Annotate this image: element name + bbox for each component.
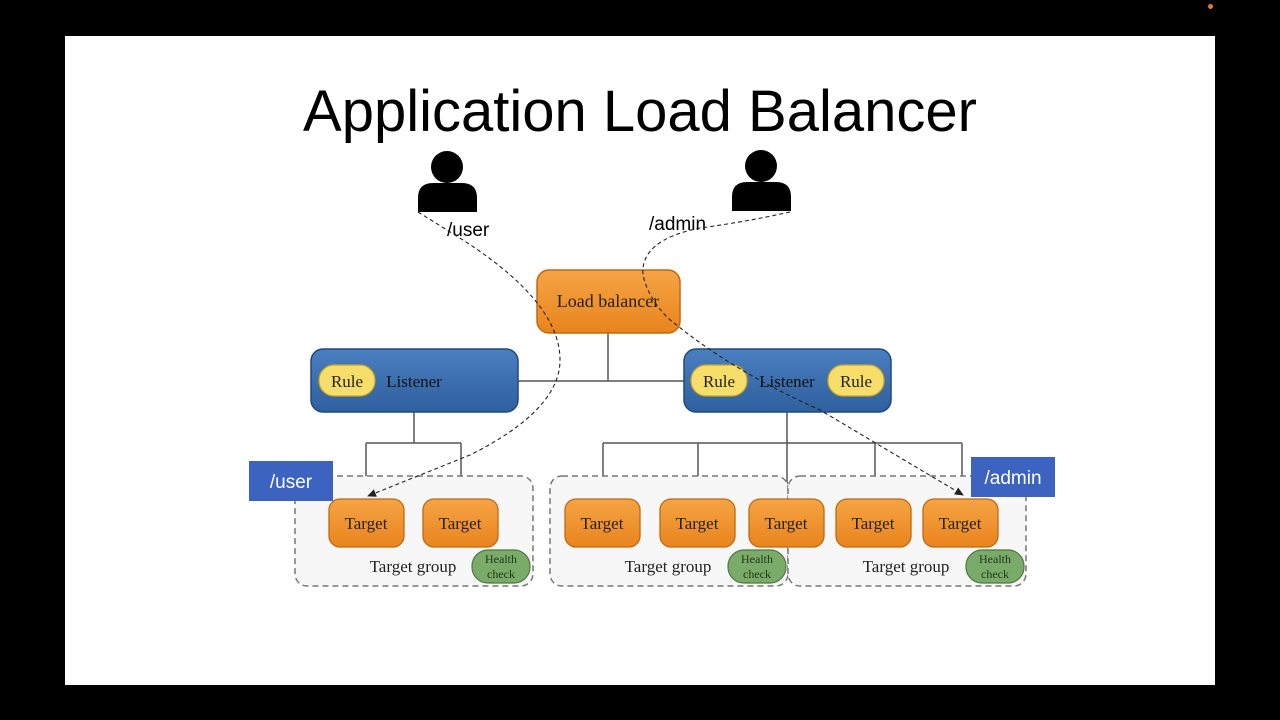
target-node: Target (564, 498, 641, 548)
target-node: Target (922, 498, 999, 548)
target-group-label: Target group (625, 557, 712, 576)
load-balancer-node: Load balancer (536, 269, 681, 334)
svg-text:Health: Health (485, 552, 517, 566)
svg-text:Target: Target (345, 514, 388, 533)
user-path-label: /user (447, 220, 490, 241)
listener-label: Listener (759, 372, 815, 391)
svg-text:Target: Target (852, 514, 895, 533)
rule-badge-right-2 (827, 364, 885, 397)
slide-title: Application Load Balancer (303, 79, 977, 144)
target-node: Target (748, 498, 825, 548)
target-group-label: Target group (370, 557, 457, 576)
svg-text:Target: Target (581, 514, 624, 533)
svg-text:Target: Target (939, 514, 982, 533)
listener-left: Rule Listener (310, 348, 519, 413)
svg-text:check: check (743, 567, 771, 581)
target-node: Target (328, 498, 405, 548)
user-callout: /user (249, 461, 333, 501)
svg-text:Target: Target (765, 514, 808, 533)
rule-label: Rule (331, 372, 363, 391)
svg-text:check: check (487, 567, 515, 581)
svg-text:/admin: /admin (984, 468, 1041, 489)
target-group-label: Target group (863, 557, 950, 576)
target-node: Target (835, 498, 912, 548)
health-check-badge: Health check (471, 549, 531, 584)
user-request-path (367, 211, 561, 497)
rule-label: Rule (840, 372, 872, 391)
rule-label: Rule (703, 372, 735, 391)
health-check-badge: Health check (727, 549, 787, 584)
rule-badge-left (318, 364, 376, 397)
svg-text:Target: Target (676, 514, 719, 533)
health-check-badge: Health check (965, 549, 1025, 584)
rule-badge-right-1 (690, 364, 748, 397)
svg-text:check: check (981, 567, 1009, 581)
user-person-icon (418, 151, 477, 212)
target-node: Target (422, 498, 499, 548)
target-node: Target (659, 498, 736, 548)
recording-indicator-icon (1208, 4, 1213, 9)
listener-right: Rule Listener Rule (683, 348, 892, 413)
listener-label: Listener (386, 372, 442, 391)
svg-text:Target: Target (439, 514, 482, 533)
load-balancer-label: Load balancer (557, 291, 659, 311)
svg-text:/user: /user (270, 472, 313, 493)
svg-text:Health: Health (979, 552, 1011, 566)
admin-callout: /admin (971, 457, 1055, 497)
admin-person-icon (732, 150, 791, 211)
svg-text:Health: Health (741, 552, 773, 566)
admin-path-label: /admin (649, 214, 706, 235)
admin-request-path (642, 211, 964, 496)
